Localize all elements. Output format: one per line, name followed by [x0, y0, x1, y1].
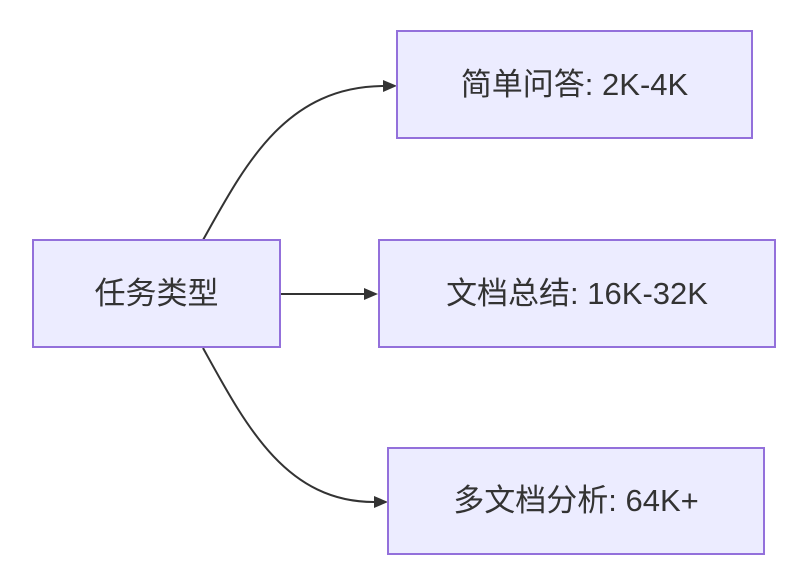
simple-qa-node: 简单问答: 2K-4K: [396, 30, 753, 139]
multi-doc-analysis-node-label: 多文档分析: 64K+: [453, 483, 699, 519]
task-type-node: 任务类型: [32, 239, 281, 348]
doc-summary-node: 文档总结: 16K-32K: [378, 239, 776, 348]
edge-root-to-multi-doc: [202, 347, 388, 508]
doc-summary-node-label: 文档总结: 16K-32K: [446, 275, 708, 311]
multi-doc-analysis-node: 多文档分析: 64K+: [387, 447, 765, 555]
task-type-node-label: 任务类型: [94, 275, 219, 311]
edge-root-to-simple-qa: [202, 80, 397, 241]
simple-qa-node-label: 简单问答: 2K-4K: [460, 66, 689, 102]
